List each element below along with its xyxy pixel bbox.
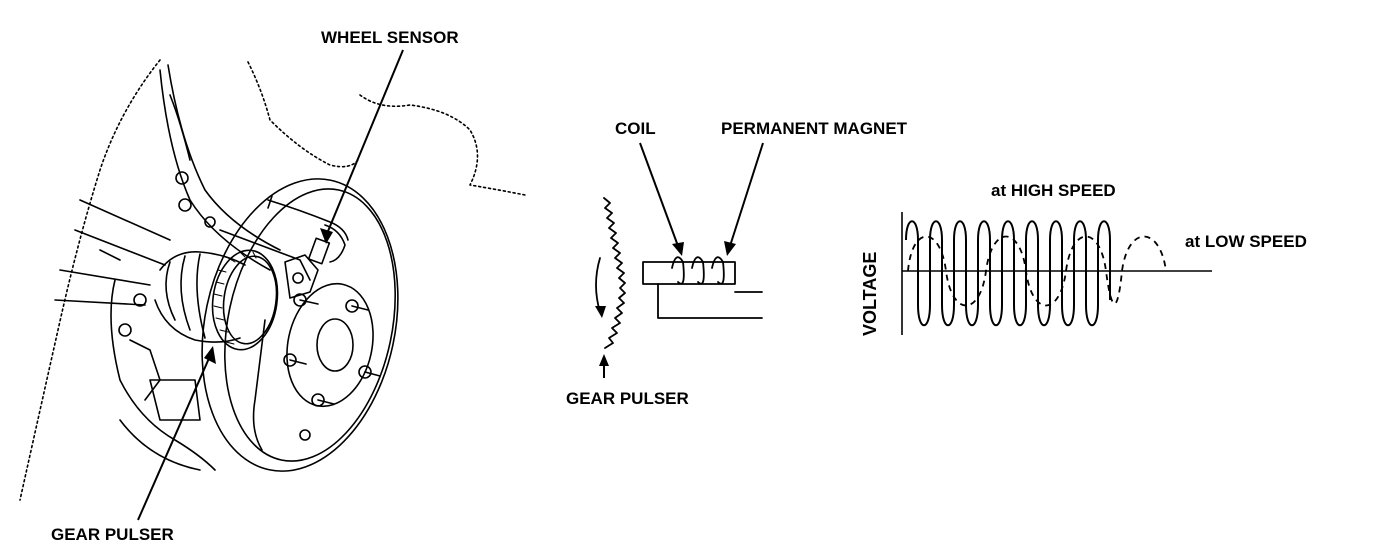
- permanent-magnet-pointer: [724, 142, 764, 256]
- gear-pulser-mid-pointer: [599, 354, 609, 378]
- gear-pulser-teeth: [603, 197, 626, 349]
- coil-label: COIL: [615, 119, 656, 138]
- low-speed-label: at LOW SPEED: [1185, 232, 1307, 251]
- voltage-axis-label: VOLTAGE: [860, 251, 880, 336]
- high-speed-waveform: [905, 220, 1111, 326]
- wheel-sensor-pointer: [320, 49, 404, 244]
- sensor-schematic: [595, 197, 763, 349]
- voltage-waveform-graph: [901, 212, 1212, 335]
- gear-pulser-left-pointer: [137, 346, 216, 521]
- wheel-assembly-illustration: [19, 59, 526, 501]
- permanent-magnet-label: PERMANENT MAGNET: [721, 119, 908, 138]
- high-speed-label: at HIGH SPEED: [991, 181, 1116, 200]
- gear-pulser-mid-label: GEAR PULSER: [566, 389, 689, 408]
- wheel-sensor-label: WHEEL SENSOR: [321, 28, 459, 47]
- gear-pulser-left-label: GEAR PULSER: [51, 525, 174, 544]
- coil-pointer: [639, 142, 684, 256]
- low-speed-waveform: [907, 235, 1167, 307]
